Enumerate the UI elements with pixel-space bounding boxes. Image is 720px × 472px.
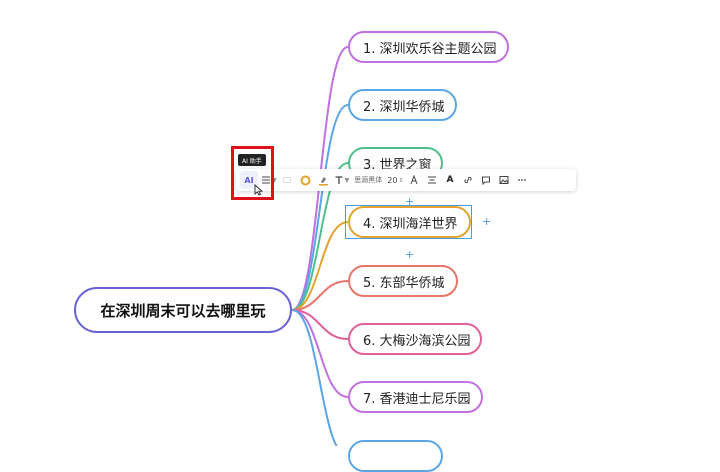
branch-connector [291,280,349,311]
ai-assistant-button[interactable]: AI [240,171,258,189]
text-align-icon[interactable] [424,171,439,189]
fill-color-icon[interactable] [298,171,313,189]
chevron-down-icon: ▼ [344,176,350,184]
font-size-value: 20 [387,175,398,185]
image-icon[interactable] [496,171,511,189]
font-color-icon[interactable]: A [446,175,454,185]
branch-node-8[interactable] [348,440,443,472]
chevron-down-icon: ▼ [272,176,277,184]
node-format-toolbar: AI ▼ ▼ 思源黑体 20 ⇕ A [236,169,576,191]
branch-connector [291,104,349,311]
branch-node-5[interactable]: 5. 东部华侨城 [348,265,458,297]
mouse-cursor-icon [254,184,263,196]
branch-connector [291,309,349,398]
root-node[interactable]: 在深圳周末可以去哪里玩 [74,287,292,333]
more-icon[interactable] [514,171,529,189]
branch-connector [291,221,349,311]
highlight-color-icon[interactable] [316,171,331,189]
branch-node-6[interactable]: 6. 大梅沙海滨公园 [348,323,482,355]
font-family-select[interactable]: 思源黑体 [354,176,383,184]
branch-node-7[interactable]: 7. 香港迪士尼乐园 [348,381,483,413]
align-icon[interactable]: ▼ [261,171,277,189]
branch-node-2[interactable]: 2. 深圳华侨城 [348,89,457,121]
text-style-icon[interactable]: ▼ [334,171,350,189]
font-size-stepper[interactable]: 20 ⇕ [387,171,403,189]
branch-node-4[interactable]: 4. 深圳海洋世界 [348,206,471,238]
link-icon[interactable] [460,171,475,189]
stepper-arrows-icon[interactable]: ⇕ [398,176,404,184]
branch-node-1[interactable]: 1. 深圳欢乐谷主题公园 [348,31,509,63]
add-node-below-icon[interactable]: + [405,248,415,261]
add-child-icon[interactable]: + [482,215,492,228]
branch-connector [291,309,349,340]
ai-assistant-tooltip: AI 助手 [238,154,266,166]
comment-icon[interactable] [478,171,493,189]
branch-connector [291,309,338,446]
shape-icon[interactable] [280,171,295,189]
add-node-above-icon[interactable]: + [405,195,415,208]
text-color-icon[interactable] [406,171,421,189]
mindmap-canvas[interactable] [0,0,720,446]
